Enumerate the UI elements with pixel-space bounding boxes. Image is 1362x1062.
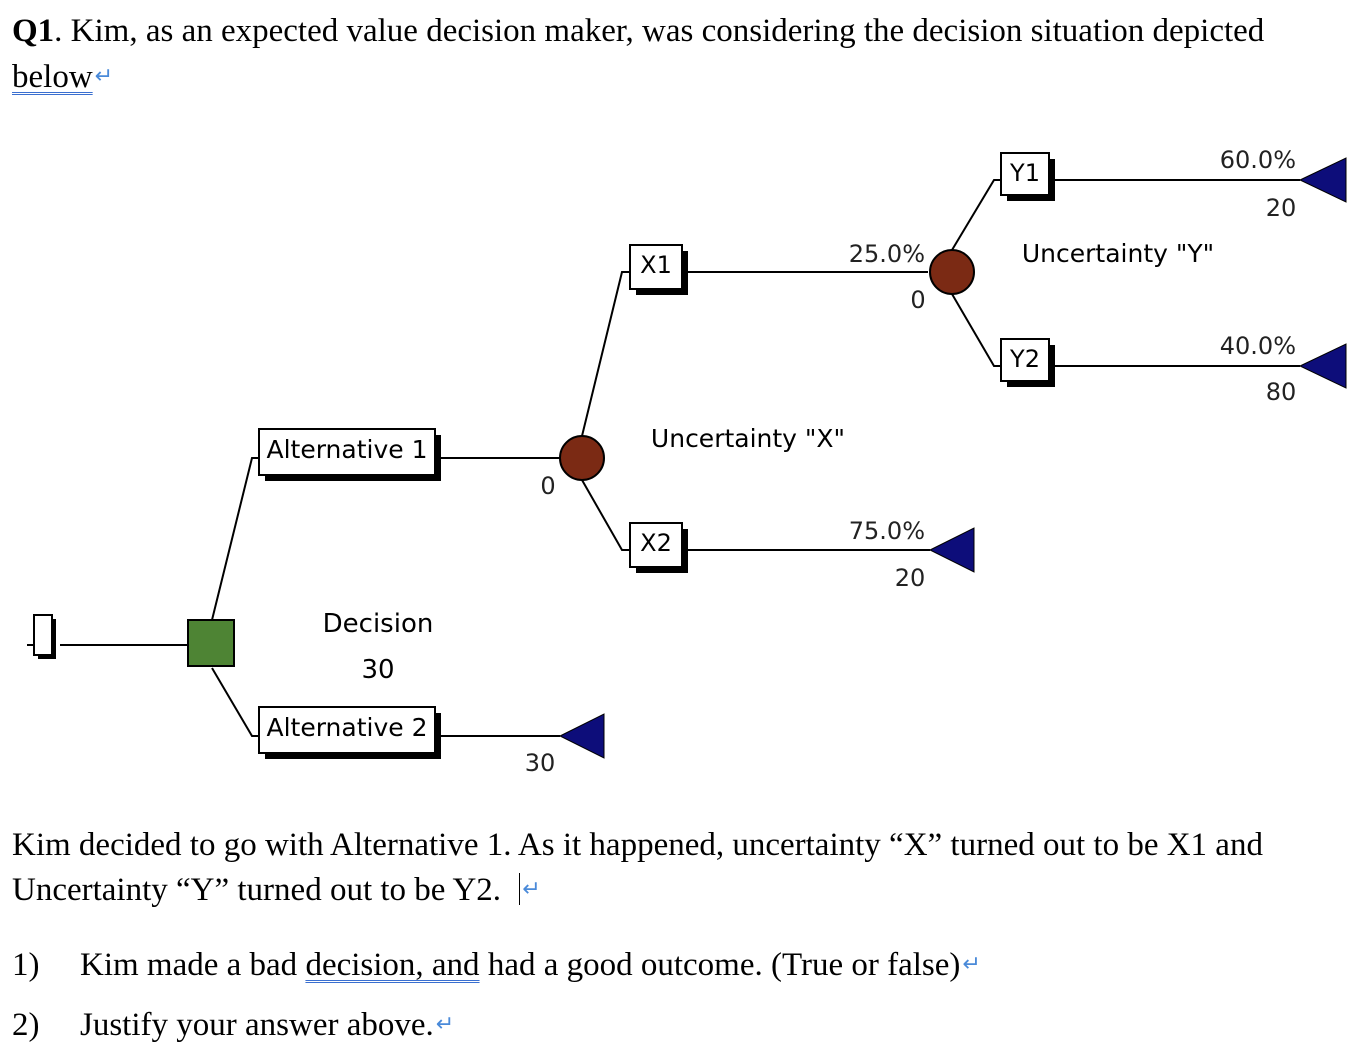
uncertainty-x-chance-node bbox=[559, 435, 605, 481]
uncertainty-x-branches bbox=[581, 271, 930, 551]
question-line-1: Q1. Kim, as an expected value decision m… bbox=[12, 8, 1264, 54]
decision-value: 30 bbox=[361, 655, 394, 685]
paragraph-mark-icon: ↵ bbox=[94, 64, 114, 89]
x2-probability: 75.0% bbox=[849, 517, 925, 545]
y1-terminal-node bbox=[1298, 157, 1347, 203]
alternative-1-label: Alternative 1 bbox=[266, 435, 427, 464]
y1-probability: 60.0% bbox=[1220, 146, 1296, 174]
y2-probability: 40.0% bbox=[1220, 332, 1296, 360]
uncertainty-y-chance-node bbox=[929, 249, 975, 295]
alternative-2-terminal-node bbox=[558, 713, 605, 759]
alternative-1-value: 0 bbox=[540, 472, 555, 500]
y2-terminal-node bbox=[1298, 343, 1347, 389]
uncertainty-x-label: Uncertainty "X" bbox=[651, 424, 845, 453]
y1-value: 20 bbox=[1266, 194, 1297, 222]
y2-value: 80 bbox=[1266, 378, 1297, 406]
alternative-1-box bbox=[258, 428, 436, 476]
decision-branches bbox=[211, 457, 560, 737]
item-underlined-text: decision, and bbox=[305, 947, 480, 983]
y1-label: Y1 bbox=[1009, 159, 1040, 187]
x2-box bbox=[629, 522, 683, 568]
y2-box bbox=[1000, 338, 1050, 382]
question-number: Q1 bbox=[12, 13, 55, 49]
scenario-text-continued: Uncertainty “Y” turned out to be Y2. bbox=[12, 872, 510, 908]
uncertainty-y-label: Uncertainty "Y" bbox=[1022, 239, 1214, 268]
alternative-2-value: 30 bbox=[525, 749, 556, 777]
x1-value: 0 bbox=[910, 286, 925, 314]
alternative-2-box bbox=[258, 706, 436, 754]
text-cursor bbox=[519, 873, 521, 905]
paragraph-mark-icon: ↵ bbox=[435, 1012, 455, 1037]
question-text-continued: below bbox=[12, 59, 93, 95]
item-number: 1) bbox=[12, 947, 40, 983]
decision-tree-diagram: Decision 30 Alternative 1 0 Alternative … bbox=[27, 146, 1347, 777]
tree-start-marker bbox=[27, 614, 188, 659]
x2-terminal-node bbox=[928, 527, 975, 573]
x1-probability: 25.0% bbox=[849, 240, 925, 268]
decision-label: Decision bbox=[323, 609, 434, 639]
question-line-2: below↵ bbox=[12, 54, 113, 100]
x2-value: 20 bbox=[895, 564, 926, 592]
item-text-end: had a good outcome. (True or false) bbox=[479, 947, 961, 983]
paragraph-mark-icon: ↵ bbox=[522, 877, 541, 902]
y2-label: Y2 bbox=[1009, 345, 1040, 373]
item-text: Kim made a bad bbox=[80, 947, 306, 983]
x1-label: X1 bbox=[640, 251, 672, 279]
scenario-text: Kim decided to go with Alternative 1. As… bbox=[12, 827, 1263, 863]
list-item: 2) Justify your answer above.↵ bbox=[12, 1002, 454, 1048]
y1-box bbox=[1000, 152, 1050, 196]
item-text: Justify your answer above. bbox=[80, 1007, 434, 1043]
item-number: 2) bbox=[12, 1007, 40, 1043]
x1-box bbox=[629, 244, 683, 290]
paragraph-mark-icon: ↵ bbox=[962, 952, 981, 977]
question-text: . Kim, as an expected value decision mak… bbox=[54, 13, 1265, 49]
scenario-line-1: Kim decided to go with Alternative 1. As… bbox=[12, 822, 1263, 868]
decision-node bbox=[187, 619, 235, 667]
list-item: 1) Kim made a bad decision, and had a goo… bbox=[12, 942, 981, 988]
alternative-2-label: Alternative 2 bbox=[266, 713, 427, 742]
x2-label: X2 bbox=[640, 529, 672, 557]
scenario-line-2: Uncertainty “Y” turned out to be Y2. ↵ bbox=[12, 867, 541, 913]
